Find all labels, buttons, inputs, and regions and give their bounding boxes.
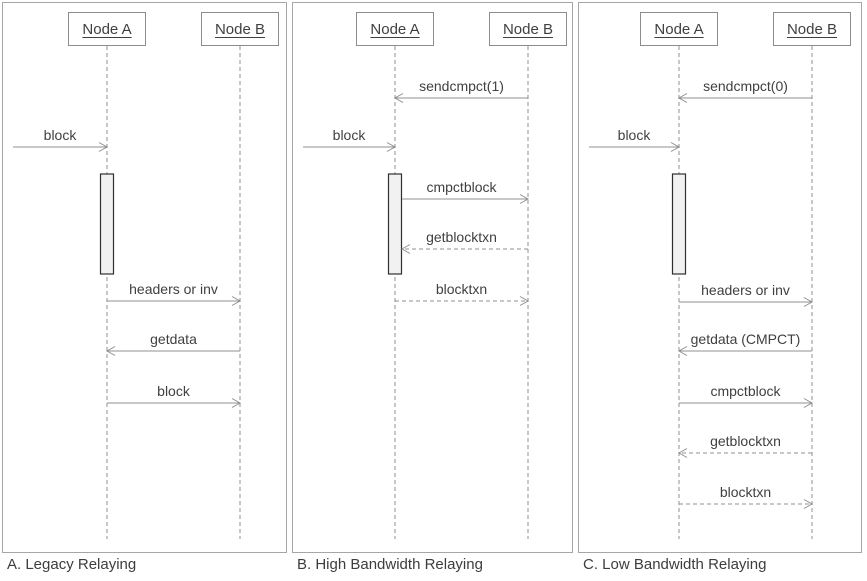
panel-caption-c: C. Low Bandwidth Relaying (583, 556, 767, 573)
message-label: blocktxn (719, 484, 772, 500)
activation-bar (99, 173, 115, 275)
node-box-B: Node B (773, 12, 851, 46)
message-label: cmpctblock (426, 179, 497, 195)
panel-caption-b: B. High Bandwidth Relaying (297, 556, 483, 573)
node-box-B: Node B (489, 12, 567, 46)
node-label: Node B (502, 20, 554, 38)
arrowhead-icon (98, 142, 109, 152)
activation-bar (387, 173, 403, 275)
node-box-B: Node B (201, 12, 279, 46)
arrowhead-icon (393, 93, 404, 103)
panel-legacy-relaying: block headers or inv getdata block Node A Nod… (2, 2, 287, 553)
message-label: block (157, 383, 190, 399)
message-label: block (617, 127, 651, 143)
arrowhead-icon (386, 142, 397, 152)
arrowhead-icon (677, 448, 688, 458)
node-label: Node B (786, 20, 838, 38)
arrowhead-icon (677, 93, 688, 103)
arrowhead-icon (519, 194, 530, 204)
arrowhead-icon (803, 297, 814, 307)
message-label: sendcmpct(0) (703, 78, 788, 94)
panel-caption-a: A. Legacy Relaying (7, 556, 137, 573)
node-label: Node A (370, 20, 420, 38)
message-label: getdata (150, 331, 197, 347)
arrowhead-icon (400, 244, 411, 254)
message-label: blocktxn (435, 281, 488, 297)
message-label: block (332, 127, 366, 143)
message-label: getblocktxn (710, 433, 781, 449)
panel-high-bandwidth-relaying: sendcmpct(1) block cmpctblock getblocktxn bl… (292, 2, 573, 553)
sequence-wires (589, 46, 814, 539)
arrowhead-icon (677, 346, 688, 356)
message-label: headers or inv (129, 281, 218, 297)
node-label: Node A (654, 20, 704, 38)
arrowhead-icon (670, 142, 681, 152)
node-label: Node B (214, 20, 266, 38)
node-box-A: Node A (640, 12, 718, 46)
message-label: headers or inv (701, 282, 790, 298)
message-label: getblocktxn (426, 229, 497, 245)
arrowhead-icon (105, 346, 116, 356)
activation-bar (671, 173, 687, 275)
arrowhead-icon (803, 499, 814, 509)
sequence-wires (13, 46, 242, 539)
node-box-A: Node A (356, 12, 434, 46)
arrowhead-icon (519, 296, 530, 306)
node-box-A: Node A (68, 12, 146, 46)
arrowhead-icon (231, 296, 242, 306)
message-label: getdata (CMPCT) (690, 331, 801, 347)
message-label: cmpctblock (710, 383, 781, 399)
message-label: block (43, 127, 77, 143)
arrowhead-icon (803, 398, 814, 408)
arrowhead-icon (231, 398, 242, 408)
panel-low-bandwidth-relaying: sendcmpct(0) block headers or inv getdata (… (578, 2, 862, 553)
message-label: sendcmpct(1) (419, 78, 504, 94)
sequence-wires (303, 46, 530, 539)
node-label: Node A (82, 20, 132, 38)
